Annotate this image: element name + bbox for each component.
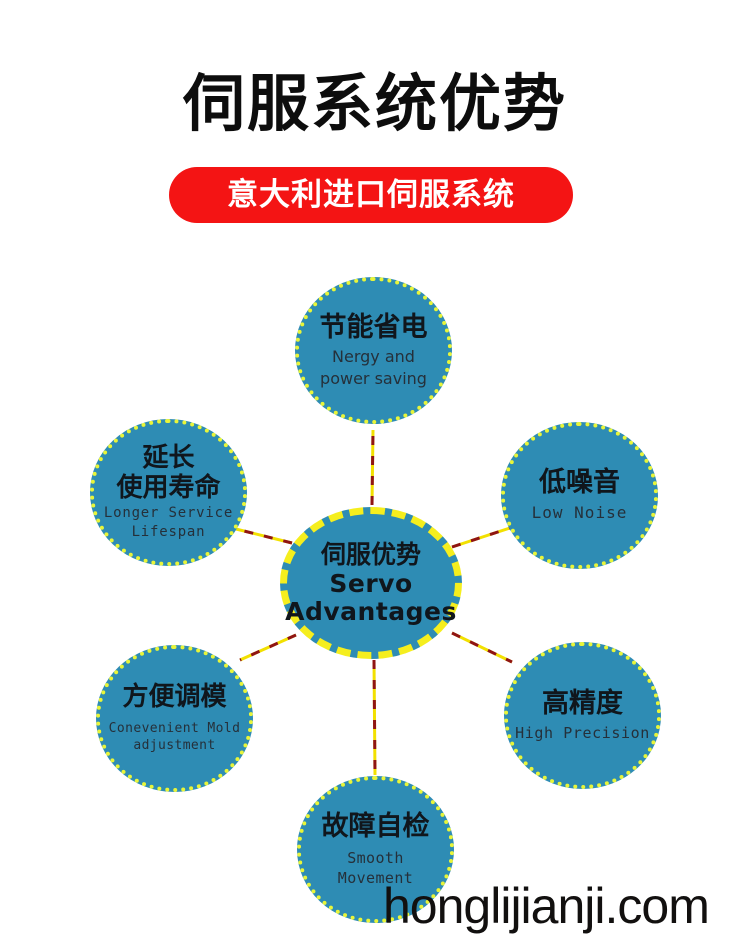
node-energy-saving[interactable]: 节能省电 Nergy and power saving <box>295 277 452 424</box>
connector-group <box>231 429 513 776</box>
node-high-precision[interactable]: 高精度 High Precision <box>504 642 661 789</box>
node-high-precision-cn: 高精度 <box>542 687 623 719</box>
node-mold-adjustment-en: Conevenient Mold adjustment <box>108 720 241 754</box>
node-low-noise-cn: 低噪音 <box>539 467 620 499</box>
node-longer-lifespan-en: Longer Service Lifespan <box>103 505 234 541</box>
connector-dash-center-to-energy <box>370 429 375 506</box>
node-low-noise-en: Low Noise <box>531 503 628 523</box>
site-watermark: honglijianji.com <box>383 878 710 934</box>
node-smooth-movement[interactable]: 故障自检 Smooth Movement <box>297 776 454 923</box>
node-energy-saving-cn: 节能省电 <box>319 311 428 343</box>
node-mold-adjustment-cn: 方便调模 <box>122 682 227 713</box>
node-smooth-movement-cn: 故障自检 <box>321 810 430 842</box>
subtitle-badge-label: 意大利进口伺服系统 <box>227 177 515 213</box>
node-mold-adjustment[interactable]: 方便调模 Conevenient Mold adjustment <box>96 645 253 792</box>
page-title: 伺服系统优势 <box>182 67 567 140</box>
connector-center-to-precision <box>451 631 513 664</box>
node-smooth-movement-en: Smooth Movement <box>337 848 414 888</box>
node-low-noise[interactable]: 低噪音 Low Noise <box>501 422 658 569</box>
node-longer-lifespan-cn: 延长 使用寿命 <box>116 442 221 504</box>
node-longer-lifespan[interactable]: 延长 使用寿命 Longer Service Lifespan <box>90 419 247 566</box>
subtitle-badge: 意大利进口伺服系统 <box>169 167 573 223</box>
connector-center-to-noise <box>451 526 511 549</box>
node-high-precision-en: High Precision <box>515 724 650 743</box>
node-center-servo-advantages[interactable]: 伺服优势 Servo Advantages <box>280 507 462 659</box>
connector-center-to-mold <box>239 633 297 662</box>
connector-center-to-lifespan <box>231 526 293 545</box>
node-center-en: Servo Advantages <box>285 569 457 626</box>
node-center-cn: 伺服优势 <box>320 540 421 569</box>
node-energy-saving-en: Nergy and power saving <box>320 347 427 388</box>
connector-center-to-smooth <box>372 659 377 776</box>
